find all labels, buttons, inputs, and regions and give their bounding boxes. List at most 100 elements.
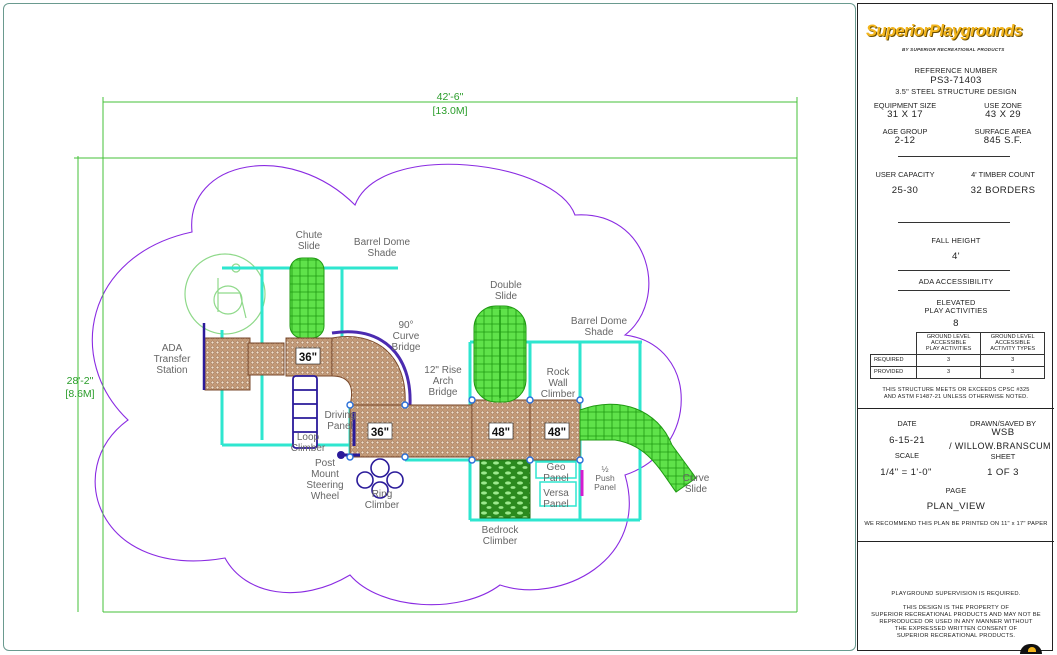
ada-transfer-platform xyxy=(204,337,251,391)
geo-panel-shape xyxy=(535,461,577,479)
deck-height-label: 36" xyxy=(371,427,389,439)
divider-rule xyxy=(898,156,1010,157)
property-note: THE EXPRESSED WRITTEN CONSENT OF xyxy=(894,626,1018,632)
supervision-note: PLAYGROUND SUPERVISION IS REQUIRED. xyxy=(891,591,1021,597)
width-dimension-metric: [13.0M] xyxy=(432,105,467,117)
use-zone-label: USE ZONE xyxy=(984,101,1022,110)
equipment-size-label: EQUIPMENT SIZE xyxy=(873,101,937,110)
width-dimension-label: 42'-6" xyxy=(437,91,464,103)
drawing-area xyxy=(3,3,856,651)
page: PLAN_VIEW xyxy=(926,501,986,512)
table-row: REQUIRED 3 3 xyxy=(870,353,1045,367)
drawn-by-label: DRAWN/SAVED BY xyxy=(969,419,1037,428)
reference-number: PS3-71403 xyxy=(930,75,982,86)
use-zone: 43 X 29 xyxy=(985,109,1021,120)
user-capacity-label: USER CAPACITY xyxy=(875,170,935,179)
corner-badge-icon xyxy=(1020,644,1042,654)
elevated-value: 8 xyxy=(953,318,959,329)
divider-rule xyxy=(898,222,1010,223)
print-note: WE RECOMMEND THIS PLAN BE PRINTED ON 11"… xyxy=(864,521,1048,527)
surface-area-label: SURFACE AREA xyxy=(974,127,1032,136)
table-cell: 3 xyxy=(980,353,1045,367)
page-label: PAGE xyxy=(945,486,967,495)
timber-count-label: 4' TIMBER COUNT xyxy=(971,170,1035,179)
standards-note: AND ASTM F1487-21 UNLESS OTHERWISE NOTED… xyxy=(883,394,1029,400)
drawn-by: / WILLOW.BRANSCUM xyxy=(949,441,1051,451)
versa-panel-shape xyxy=(539,481,577,507)
divider-rule xyxy=(898,270,1010,271)
company-logo-subtext: BY SUPERIOR RECREATIONAL PRODUCTS xyxy=(902,47,1005,52)
title-block-divider xyxy=(858,541,1054,542)
scale-label: SCALE xyxy=(894,451,920,460)
property-note: THIS DESIGN IS THE PROPERTY OF xyxy=(902,605,1010,611)
ada-accessibility-label: ADA ACCESSIBILITY xyxy=(918,277,994,286)
title-block: SuperiorPlaygrounds BY SUPERIOR RECREATI… xyxy=(857,3,1054,651)
playground-plan: 42'-6" [13.0M] 28'-2" [8.6M] xyxy=(65,91,798,613)
table-cell: 3 xyxy=(915,353,982,367)
deck-height-label: 48" xyxy=(548,427,566,439)
property-note: SUPERIOR RECREATIONAL PRODUCTS AND MAY N… xyxy=(871,612,1041,618)
table-cell xyxy=(870,332,917,355)
ada-transfer-step xyxy=(247,342,285,376)
table-cell: 3 xyxy=(915,365,982,379)
height-dimension-label: 28'-2" xyxy=(67,375,94,387)
user-capacity: 25-30 xyxy=(891,185,919,196)
scale: 1/4" = 1'-0" xyxy=(880,467,932,478)
elevated-label: ELEVATED xyxy=(936,298,976,307)
table-row-label: PROVIDED xyxy=(870,365,917,379)
property-note: SUPERIOR RECREATIONAL PRODUCTS. xyxy=(896,633,1016,639)
table-row-label: REQUIRED xyxy=(870,353,917,367)
arch-bridge-shape xyxy=(349,404,473,458)
sheet-label: SHEET xyxy=(990,452,1016,461)
ada-wheelchair-icon xyxy=(184,253,266,335)
post-caps xyxy=(346,396,584,464)
loop-climber-shape xyxy=(292,375,318,449)
bedrock-climber-shape xyxy=(479,459,531,519)
company-logo: SuperiorPlaygrounds xyxy=(866,22,1023,40)
steering-wheel-icon xyxy=(337,451,345,459)
dimension-lines xyxy=(74,97,798,613)
drawn-by-initials: WSB xyxy=(991,427,1015,438)
date: 6-15-21 xyxy=(889,435,925,446)
elevated-label: PLAY ACTIVITIES xyxy=(924,306,988,315)
fall-height-label: FALL HEIGHT xyxy=(931,236,981,245)
surface-area: 845 S.F. xyxy=(983,135,1023,146)
ring-climber-shape xyxy=(356,458,404,499)
sheet: 1 OF 3 xyxy=(987,467,1019,478)
use-zone-boundary xyxy=(91,163,682,606)
table-row: PROVIDED 3 3 xyxy=(870,365,1045,379)
age-group-label: AGE GROUP xyxy=(882,127,928,136)
chute-slide-shape xyxy=(289,257,325,339)
deck-height-label: 36" xyxy=(299,352,317,364)
curve-bridge-rail xyxy=(331,330,412,406)
age-group: 2-12 xyxy=(894,135,916,146)
divider-rule xyxy=(898,290,1010,291)
deck-height-label: 48" xyxy=(492,427,510,439)
fall-height: 4' xyxy=(952,251,960,262)
standards-note: THIS STRUCTURE MEETS OR EXCEEDS CPSC #32… xyxy=(882,387,1030,393)
equipment-size: 31 X 17 xyxy=(887,109,923,120)
date-label: DATE xyxy=(897,419,917,428)
curve-slide-shape xyxy=(579,403,697,493)
height-dimension-metric: [8.6M] xyxy=(65,388,94,400)
